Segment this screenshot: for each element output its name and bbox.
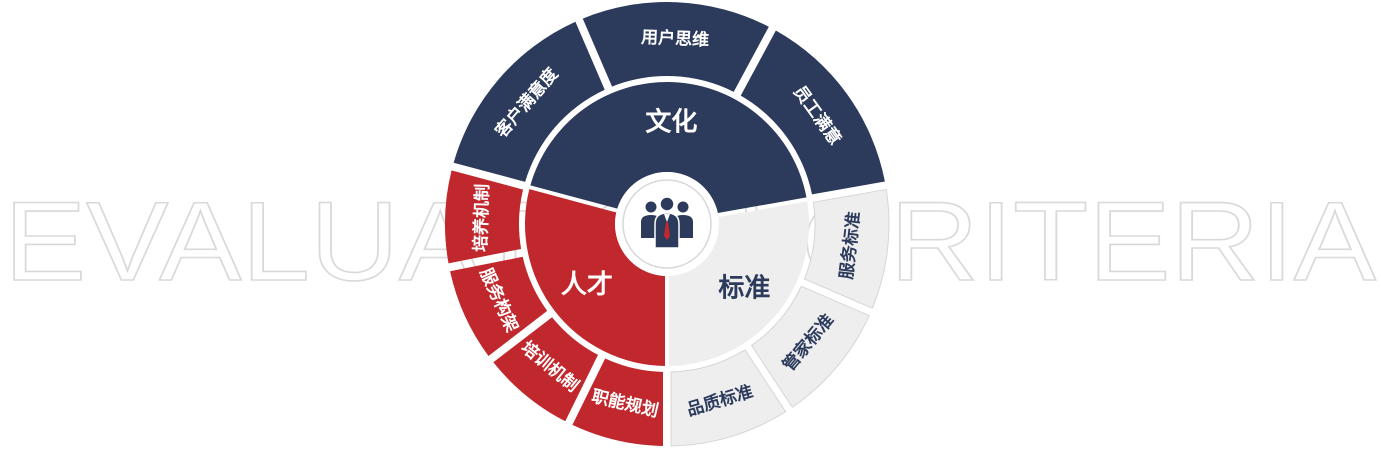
segment-talent-1 [493, 317, 598, 422]
center-hub [615, 172, 719, 276]
segment-culture-1 [582, 1, 769, 92]
team-people-icon [641, 196, 693, 249]
segment-label-culture-1: 用户思维 [641, 27, 710, 51]
sector-label-culture: 文化 [645, 107, 697, 138]
sector-label-talent: 人才 [561, 270, 613, 300]
segment-culture-2 [740, 30, 885, 195]
hub-ring [622, 179, 712, 269]
sector-standard [668, 201, 809, 366]
segment-talent-3 [445, 170, 524, 264]
segment-talent-2 [450, 256, 548, 356]
sector-label-standard: 标准 [718, 273, 770, 303]
sector-talent [525, 189, 666, 366]
segment-standard-2 [670, 349, 787, 447]
segment-label-talent-3: 培养机制 [470, 184, 493, 253]
segment-standard-0 [803, 188, 890, 309]
sector-culture [530, 81, 807, 214]
segment-culture-0 [453, 21, 605, 182]
segment-standard-1 [750, 285, 870, 408]
segment-talent-0 [572, 358, 664, 446]
outer-ring: 客户满意度用户思维员工满意服务标准管家标准品质标准职能规划培训机制服务构架培养机… [445, 1, 890, 447]
